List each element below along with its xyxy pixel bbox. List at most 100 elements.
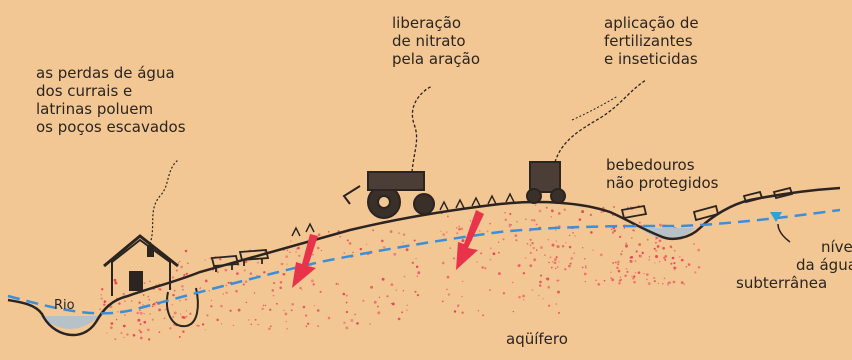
pollution-speck [143,312,145,315]
nitrate-label-line-1: liberação [392,14,462,32]
pollution-speck [523,299,525,301]
pollution-speck [583,257,586,260]
pollution-speck [280,262,283,266]
pollution-speck [185,298,187,301]
pollution-speck [612,214,614,217]
pollution-speck [533,258,537,262]
pollution-speck [100,288,104,291]
pollution-speck [529,264,533,268]
pollution-speck [183,273,186,276]
pollution-speck [236,272,239,275]
pollution-speck [165,308,167,311]
pollution-speck [489,222,491,225]
pollution-speck [646,278,648,281]
pollution-speck [584,265,587,267]
pollution-speck [115,318,118,321]
pollution-speck [225,284,228,287]
pollution-speck [153,302,156,306]
tractor-icon [342,85,435,219]
pollution-speck [518,295,521,299]
pollution-speck [638,243,642,246]
pollution-speck [659,223,662,227]
pollution-speck [615,261,617,264]
pollution-speck [585,266,587,269]
fertilizer-label-line-3: e inseticidas [604,50,698,68]
pollution-speck [186,262,189,265]
nitrate-label-line-2: de nitrato [392,32,466,50]
pollution-speck [573,252,576,255]
pollution-speck [469,220,472,222]
water-table-label-line-2: da água [796,256,852,274]
pollution-speck [295,248,298,250]
pollution-speck [222,293,224,295]
pollution-speck [345,310,349,314]
pollution-speck [180,265,183,269]
pollution-speck [568,245,572,249]
pollution-speck [109,326,113,330]
ground-surface [7,186,841,337]
wells-label-line-2: dos currais e [36,82,133,100]
pollution-speck [619,276,622,278]
pollution-speck [658,260,661,263]
pollution-speck [441,300,444,303]
pollution-speck [555,303,557,305]
pollution-speck [339,236,341,238]
pollution-speck [461,239,465,243]
pollution-speck [301,289,303,291]
pollution-speck [617,260,620,263]
pollution-speck [225,291,228,295]
pollution-speck [402,242,404,244]
wells-label-line-3: latrinas poluem [36,100,154,118]
sprayer-tractor-icon [526,79,647,204]
pollution-speck [673,266,676,269]
pollution-speck [555,256,558,259]
pollution-speck [551,260,554,263]
pollution-speck [653,276,656,280]
pollution-speck [477,309,480,312]
pollution-speck [564,268,567,271]
pollution-speck [146,328,150,332]
nitrate-release-label: liberação de nitrato pela aração [392,14,480,68]
pollution-speck [612,261,615,264]
pollution-speck [630,237,633,239]
pollution-speck [114,281,118,285]
pollution-speck [685,265,688,268]
pollution-speck [282,272,286,276]
pollution-speck [378,296,381,299]
pollution-speck [311,253,314,256]
pollution-speck [219,258,222,261]
trough-water [640,228,696,239]
pollution-speck [350,319,354,322]
pollution-speck [679,256,681,258]
pollution-speck [535,249,538,251]
pollution-speck [581,210,585,214]
pollution-speck [510,223,513,226]
pollution-speck [488,289,491,291]
dug-well [166,287,199,328]
pollution-speck [621,250,623,253]
pollution-speck [508,223,511,226]
pollution-speck [382,246,386,249]
pollution-speck [538,294,540,297]
pollution-speck [250,323,252,326]
pollution-speck [181,285,184,288]
pollution-speck [106,332,108,334]
pollution-speck [139,309,141,312]
pollution-speck [539,274,543,277]
pollution-speck [446,288,448,291]
pollution-speck [447,293,451,296]
fertilizer-application-label: aplicação de fertilizantes e inseticidas [604,14,699,68]
pollution-speck [402,290,405,292]
pollution-speck [632,276,635,280]
pollution-speck [529,244,532,247]
pollution-speck [272,294,275,297]
pollution-speck [291,303,294,306]
pollution-speck [655,255,658,258]
pollution-speck [199,287,201,290]
pollution-speck [271,289,275,292]
pollution-speck [497,241,500,243]
pollution-speck [629,256,632,259]
pollution-speck [556,279,559,282]
farmhouse-icon [103,159,179,296]
